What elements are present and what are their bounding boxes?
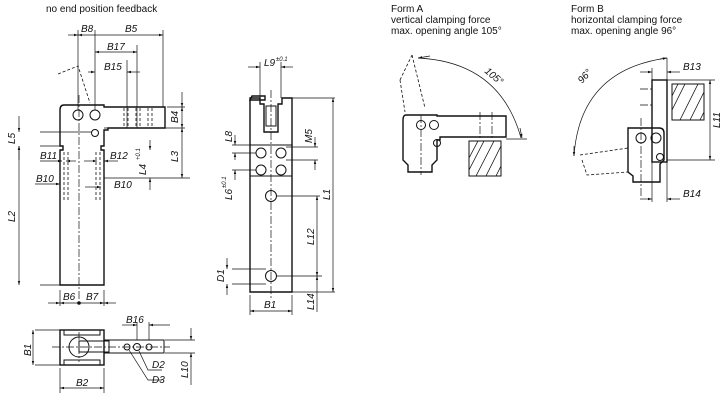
top-view: B1 B2 B16 D2 D3 L10 bbox=[23, 315, 195, 393]
form-b-view: 96° B13 L11 B14 bbox=[572, 57, 723, 202]
dim-L8: L8 bbox=[224, 130, 235, 142]
dim-B5: B5 bbox=[125, 24, 138, 35]
dim-B16: B16 bbox=[126, 315, 144, 326]
dim-angle-105: 105° bbox=[482, 66, 505, 88]
dim-L3: L3 bbox=[170, 150, 181, 162]
front-view: L9 ±0.1 L8 M5 L6 ±0.1 L1 L12 D1 L14 B1 bbox=[216, 57, 335, 315]
form-b-description: horizontal clamping force bbox=[571, 15, 683, 26]
drawing-title: no end position feedback bbox=[46, 4, 158, 15]
dim-L9: L9 bbox=[264, 58, 276, 69]
dim-B11: B11 bbox=[40, 151, 57, 162]
dim-B1-top: B1 bbox=[23, 344, 34, 356]
dim-B1-front: B1 bbox=[264, 300, 276, 311]
dim-M5: M5 bbox=[304, 129, 315, 143]
dim-B17: B17 bbox=[107, 42, 125, 53]
form-a-view: 105° bbox=[399, 54, 527, 177]
dim-D2: D2 bbox=[152, 360, 165, 371]
dim-B12: B12 bbox=[110, 151, 128, 162]
dim-B10-left: B10 bbox=[36, 174, 54, 185]
dim-B13: B13 bbox=[683, 62, 701, 73]
dim-D3: D3 bbox=[152, 375, 165, 386]
form-b-angle-text: max. opening angle 96° bbox=[571, 26, 677, 37]
form-a-description: vertical clamping force bbox=[391, 15, 491, 26]
dim-B4: B4 bbox=[170, 110, 181, 123]
dim-L9-tolerance: ±0.1 bbox=[276, 57, 288, 63]
dim-L10: L10 bbox=[180, 361, 191, 378]
dim-B7: B7 bbox=[86, 292, 99, 303]
dim-L5: L5 bbox=[7, 132, 18, 144]
dim-L11: L11 bbox=[712, 112, 723, 128]
dim-D1: D1 bbox=[216, 269, 227, 282]
dim-B15: B15 bbox=[104, 62, 122, 73]
dim-angle-96: 96° bbox=[576, 67, 594, 86]
dim-L4: L4 bbox=[138, 163, 149, 175]
dim-B8: B8 bbox=[81, 24, 94, 35]
dim-B2: B2 bbox=[76, 378, 89, 389]
dim-L1: L1 bbox=[322, 189, 333, 200]
dim-L12: L12 bbox=[306, 228, 317, 245]
side-view: B8 B5 B17 B15 B4 L5 L3 B11 B12 L4 +0.1 B… bbox=[7, 24, 190, 306]
dim-L4-tolerance: +0.1 bbox=[136, 148, 142, 160]
dim-B14: B14 bbox=[683, 189, 701, 200]
form-a-angle-text: max. opening angle 105° bbox=[391, 26, 502, 37]
dim-L2: L2 bbox=[7, 210, 18, 222]
dim-B10-right: B10 bbox=[114, 180, 132, 191]
dim-L6: L6 bbox=[224, 188, 235, 200]
dim-B6: B6 bbox=[63, 292, 76, 303]
form-a-title: Form A bbox=[391, 4, 424, 15]
form-b-title: Form B bbox=[571, 4, 604, 15]
dim-L6-tolerance: ±0.1 bbox=[222, 176, 228, 188]
dim-L14: L14 bbox=[306, 293, 317, 310]
